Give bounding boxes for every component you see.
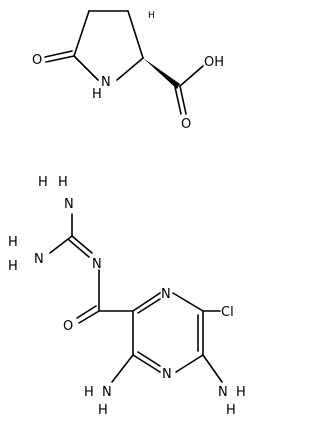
bond-ring-n2-c3	[132, 354, 161, 373]
amine-left-h2-label: H	[8, 259, 18, 274]
pyroglutamic-acid: O N H OH O H	[32, 10, 224, 132]
bond-ring-n-co	[73, 55, 99, 81]
bond-ring-c2-n1	[132, 292, 161, 312]
amine-bl-n-label: N	[102, 385, 112, 400]
stereo-h-label: H	[148, 11, 155, 21]
amine-top-n-label: N	[64, 197, 74, 212]
bond-ring-c5-n2	[175, 354, 204, 373]
ring-nitrogen-h-label: H	[92, 87, 102, 102]
imine-n-label: N	[92, 257, 102, 272]
bond-amide-o-1	[78, 310, 100, 324]
bond-ketone-2	[44, 50, 73, 58]
ring-nitrogen-label: N	[101, 75, 111, 90]
amine-top-h-label: H	[38, 175, 48, 190]
bond-c5-nh2	[202, 354, 223, 383]
bond-guan-imine-1	[71, 235, 93, 254]
bond-ketone-1	[45, 55, 75, 63]
bond-guan-imine-2	[68, 239, 90, 258]
amine-br-h2-label: H	[226, 403, 236, 418]
carbonyl-oxygen-label: O	[181, 117, 191, 132]
pyrazine-n1-label: N	[161, 287, 171, 302]
amide-o-label: O	[63, 319, 73, 334]
chloro-label: Cl	[221, 305, 234, 320]
amine-bl-h-label: H	[84, 385, 94, 400]
bond-cooh-o-2	[174, 86, 182, 115]
amine-br-h-label: H	[236, 385, 246, 400]
bond-ring-co-ch2	[73, 10, 90, 57]
amiloride: H N H H N H N O N N Cl H N H N H H	[8, 175, 246, 418]
bond-guan-left	[49, 235, 73, 254]
amine-bl-h2-label: H	[98, 403, 108, 418]
bond-ring-top-right	[127, 10, 144, 59]
amine-br-n-label: N	[218, 385, 228, 400]
bond-c3-nh2	[111, 354, 134, 383]
pyrazine-n2-label: N	[162, 367, 172, 382]
amine-left-h-label: H	[8, 235, 18, 250]
amine-top-h2-label: H	[58, 175, 68, 190]
bond-cooh-o-1	[179, 85, 187, 115]
structure-canvas: O N H OH O H H N H	[8, 10, 246, 418]
bond-ring-c2-n1-dbl	[137, 298, 161, 314]
ketone-oxygen-label: O	[32, 53, 42, 68]
bond-ring-n1-c6	[172, 292, 204, 312]
bond-ring-ca-n	[116, 57, 144, 81]
stereo-wedge	[143, 58, 180, 89]
amine-left-n-label: N	[34, 252, 44, 267]
bond-cooh-oh	[179, 65, 204, 87]
bond-amide-o-2	[76, 305, 97, 319]
bond-ring-n2-c3-dbl	[137, 351, 161, 367]
hydroxyl-label: OH	[204, 55, 224, 70]
